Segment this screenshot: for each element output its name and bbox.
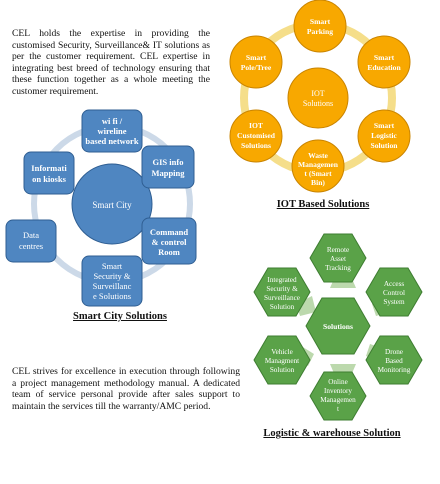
logistics-center-label: Solutions	[323, 322, 353, 331]
logistics-caption: Logistic & warehouse Solution	[263, 428, 401, 439]
logistics-center: Solutions	[305, 297, 371, 355]
smart-city-center-label: Smart City	[92, 200, 132, 210]
iot-center	[287, 67, 349, 129]
smart-city-center	[71, 163, 153, 245]
intro-paragraph: CEL holds the expertise in providing the…	[12, 28, 210, 97]
iot-caption: IOT Based Solutions	[276, 199, 370, 210]
smart-city-caption: Smart City Solutions	[73, 311, 167, 322]
outro-paragraph: CEL strives for excellence in execution …	[12, 366, 240, 412]
